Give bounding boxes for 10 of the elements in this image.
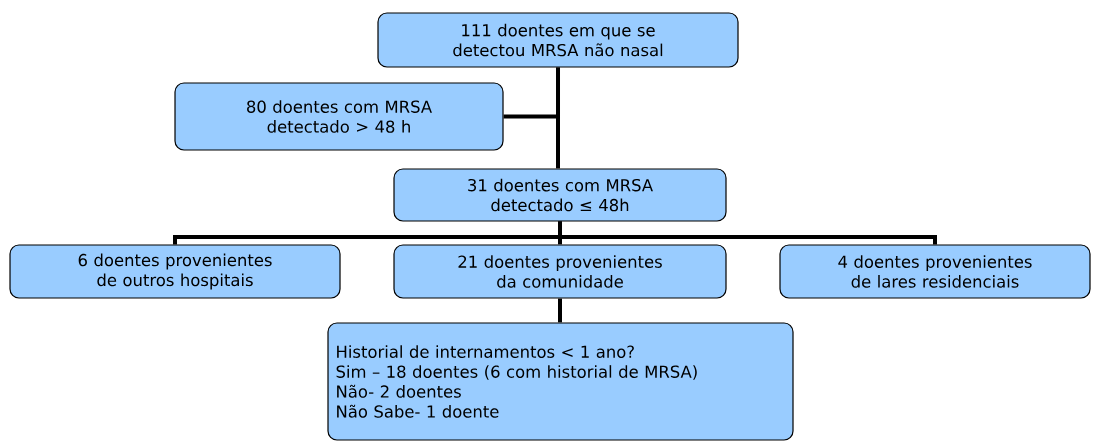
process-box: 80 doentes com MRSA detectado > 48 h bbox=[174, 82, 504, 151]
connector-line bbox=[558, 298, 562, 323]
info-box: Historial de internamentos < 1 ano? Sim – 18 doentes (6 com historial de MRSA) Não- 2 doentes Não Sabe- 1 doente bbox=[327, 322, 794, 441]
process-box: 6 doentes provenientes de outros hospitais bbox=[9, 244, 341, 299]
process-box: 111 doentes em que se detectou MRSA não nasal bbox=[377, 12, 739, 68]
process-box: 4 doentes provenientes de lares residenciais bbox=[779, 244, 1091, 299]
process-box: 31 doentes com MRSA detectado ≤ 48h bbox=[393, 168, 727, 222]
connector-line bbox=[556, 67, 560, 169]
connector-line bbox=[558, 221, 937, 245]
process-box: 21 doentes provenientes da comunidade bbox=[393, 244, 727, 299]
